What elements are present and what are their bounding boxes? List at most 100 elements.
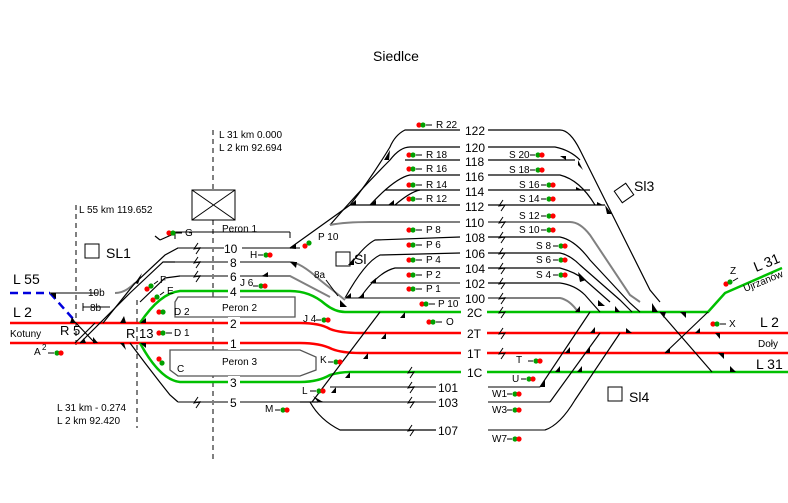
signal-p1[interactable]: P 1 (406, 284, 441, 295)
signal-h[interactable]: H (250, 250, 273, 261)
signal-w7[interactable]: W7 (492, 434, 522, 445)
track-116-right[interactable] (488, 174, 596, 206)
svg-text:W7: W7 (492, 434, 507, 445)
track-2[interactable] (10, 321, 470, 335)
signal-r18[interactable]: R 18 (406, 150, 448, 161)
crossover-right-1[interactable] (664, 311, 709, 354)
post-sl3-label: Sl3 (634, 178, 654, 194)
track-120-right[interactable] (488, 146, 581, 161)
crossing-r5[interactable] (74, 321, 96, 344)
signal-p8[interactable]: P 8 (406, 225, 441, 236)
switch-marker (381, 333, 386, 339)
svg-text:P 10: P 10 (318, 232, 339, 243)
switch-marker (615, 306, 620, 312)
track-122-left[interactable] (289, 129, 460, 249)
track-1[interactable] (10, 341, 470, 355)
signal-p6[interactable]: P 6 (406, 240, 441, 251)
signal-r14[interactable]: R 14 (406, 180, 448, 191)
signal-r12[interactable]: R 12 (406, 194, 448, 205)
track-102-right[interactable] (488, 282, 601, 313)
crossover-2c-103[interactable] (311, 311, 381, 403)
post-sl1-icon (84, 243, 100, 259)
crossover-right-2[interactable] (659, 311, 713, 373)
svg-text:R 12: R 12 (426, 194, 448, 205)
track-104-left[interactable] (359, 267, 460, 299)
track-106-left[interactable] (344, 252, 461, 299)
signal-w3[interactable]: W3 (492, 405, 522, 416)
signal-t[interactable]: T (516, 355, 543, 366)
track-107-left[interactable] (309, 401, 460, 431)
track-l55[interactable] (10, 291, 76, 322)
signal-d2[interactable]: D 2 (156, 307, 190, 318)
svg-text:S 4: S 4 (536, 270, 551, 281)
track-120-left[interactable] (329, 146, 460, 226)
track-110-right[interactable] (488, 221, 641, 303)
switch-marker (576, 187, 582, 190)
signal-s20[interactable]: S 20 (509, 150, 545, 161)
crossover-103-2t[interactable] (549, 332, 601, 403)
joint-icon (497, 247, 507, 260)
track-116-left[interactable] (369, 174, 460, 206)
signal-c[interactable]: C (156, 356, 184, 375)
signal-p10-lower[interactable]: P 10 (419, 299, 459, 310)
switch-marker (290, 244, 296, 249)
track-6[interactable] (180, 275, 331, 298)
crossover-101-2c[interactable] (539, 311, 591, 388)
track-106-right[interactable] (488, 252, 633, 313)
signal-p2[interactable]: P 2 (406, 270, 441, 281)
track-110-left[interactable] (329, 221, 460, 226)
track-5-curve[interactable] (129, 342, 179, 403)
signal-s16[interactable]: S 16 (519, 180, 556, 191)
signal-o[interactable]: O (426, 317, 454, 328)
signal-s18[interactable]: S 18 (509, 165, 545, 176)
track-4-2c[interactable] (138, 289, 470, 324)
signal-f[interactable]: F (144, 275, 166, 292)
signal-s12[interactable]: S 12 (519, 211, 556, 222)
signal-u[interactable]: U (512, 374, 536, 385)
signal-p10-upper[interactable]: P 10 (302, 232, 339, 249)
crossover-107-2t[interactable] (544, 332, 621, 431)
signal-s8[interactable]: S 8 (536, 241, 568, 252)
signal-z[interactable]: Z (723, 266, 739, 287)
track-8-curve[interactable] (79, 261, 175, 344)
track-label-107: 107 (438, 424, 458, 438)
track-2c-ujrzanow[interactable] (482, 266, 783, 314)
signal-a2[interactable]: A 2 (34, 343, 64, 358)
svg-text:P 8: P 8 (426, 225, 441, 236)
signal-w1[interactable]: W1 (492, 389, 522, 400)
signal-r22[interactable]: R 22 (416, 120, 458, 131)
track-labels: 10 8 6 4 2 1 3 5 122 120 118 116 114 (224, 124, 487, 438)
signal-m[interactable]: M (265, 404, 290, 415)
track-114-curve[interactable] (394, 189, 421, 206)
line-label-l2-left: L 2 (13, 304, 32, 320)
svg-text:T: T (516, 355, 522, 366)
signal-p4[interactable]: P 4 (406, 255, 441, 266)
signal-s6[interactable]: S 6 (536, 255, 568, 266)
track-100-right[interactable] (488, 297, 579, 313)
track-122-right[interactable] (488, 129, 661, 303)
switch-marker (262, 272, 268, 277)
track-3-1c[interactable] (138, 342, 470, 384)
svg-text:S 8: S 8 (536, 241, 551, 252)
switch-marker (70, 317, 76, 323)
signal-s10[interactable]: S 10 (519, 225, 556, 236)
signal-k[interactable]: K (320, 355, 343, 366)
signal-g[interactable]: G (166, 228, 193, 239)
signal-x[interactable]: X (710, 319, 736, 330)
signal-l[interactable]: L (302, 386, 326, 397)
signal-r16[interactable]: R 16 (406, 164, 448, 175)
signal-j6[interactable]: J 6 (240, 278, 268, 289)
platform-2-label: Peron 2 (222, 303, 257, 314)
track-label-104: 104 (465, 262, 485, 276)
signal-s4[interactable]: S 4 (536, 270, 568, 281)
signal-s14[interactable]: S 14 (519, 194, 556, 205)
track-8-8a[interactable] (175, 261, 346, 301)
signal-d1[interactable]: D 1 (156, 328, 190, 339)
signal-j4[interactable]: J 4 (303, 314, 331, 325)
track-108-left[interactable] (349, 236, 461, 266)
svg-text:P 6: P 6 (426, 240, 441, 251)
signal-e[interactable]: E (150, 286, 174, 303)
switch-marker (120, 343, 126, 350)
track-108-right[interactable] (488, 236, 641, 313)
switch-marker (50, 293, 56, 299)
